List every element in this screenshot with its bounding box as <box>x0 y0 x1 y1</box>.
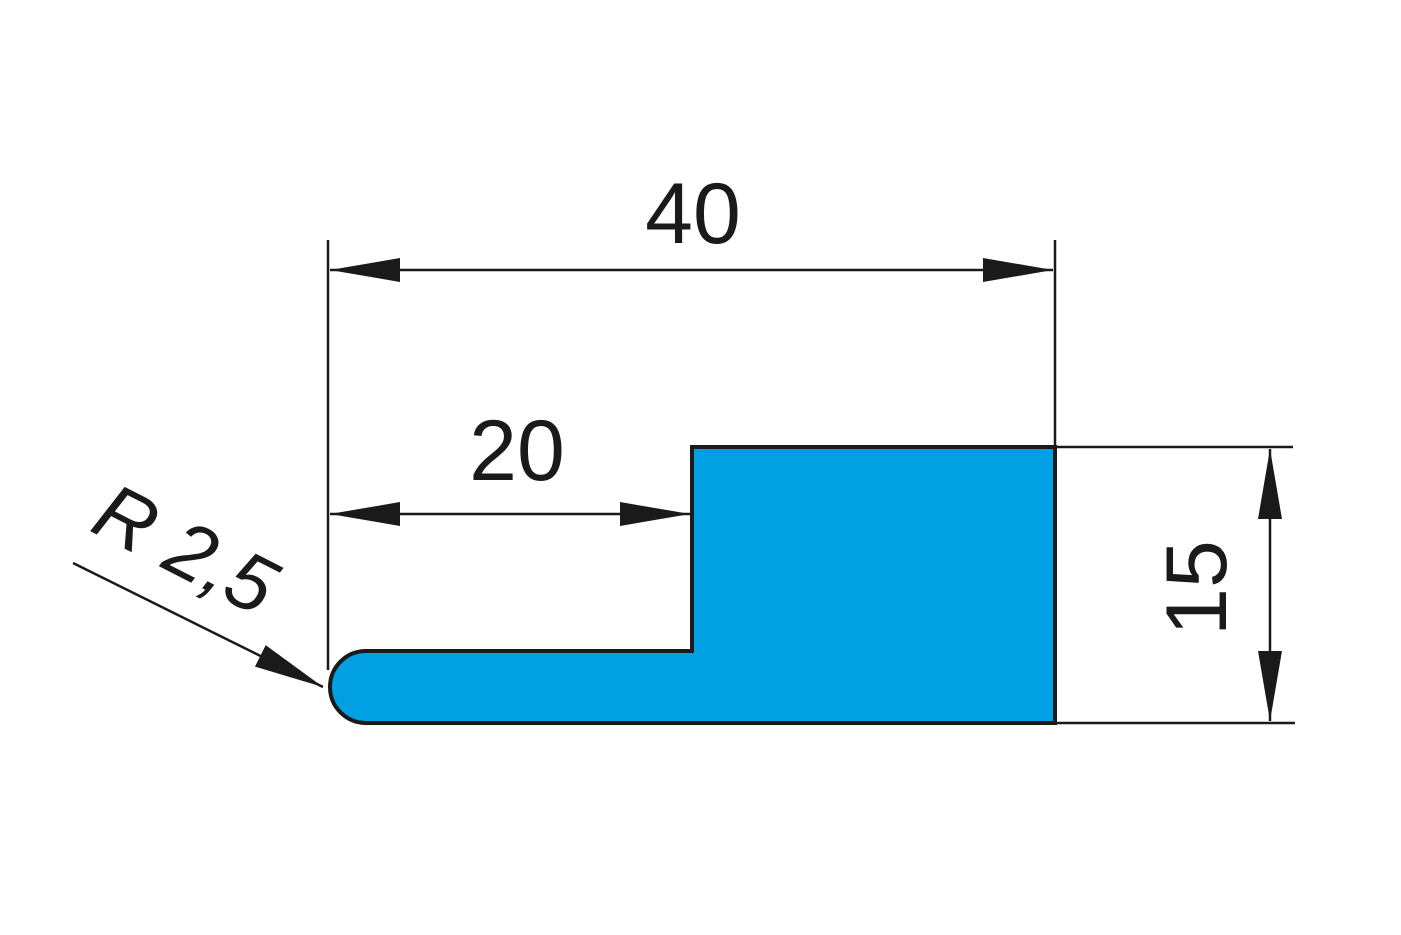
radius-label: R 2,5 <box>80 466 291 632</box>
dimension-label-40: 40 <box>645 166 741 262</box>
dimension-label-15: 15 <box>1149 540 1245 636</box>
radius-leader-line <box>72 561 324 689</box>
profile-shape <box>328 445 1057 725</box>
dimension-label-20: 20 <box>469 403 565 499</box>
